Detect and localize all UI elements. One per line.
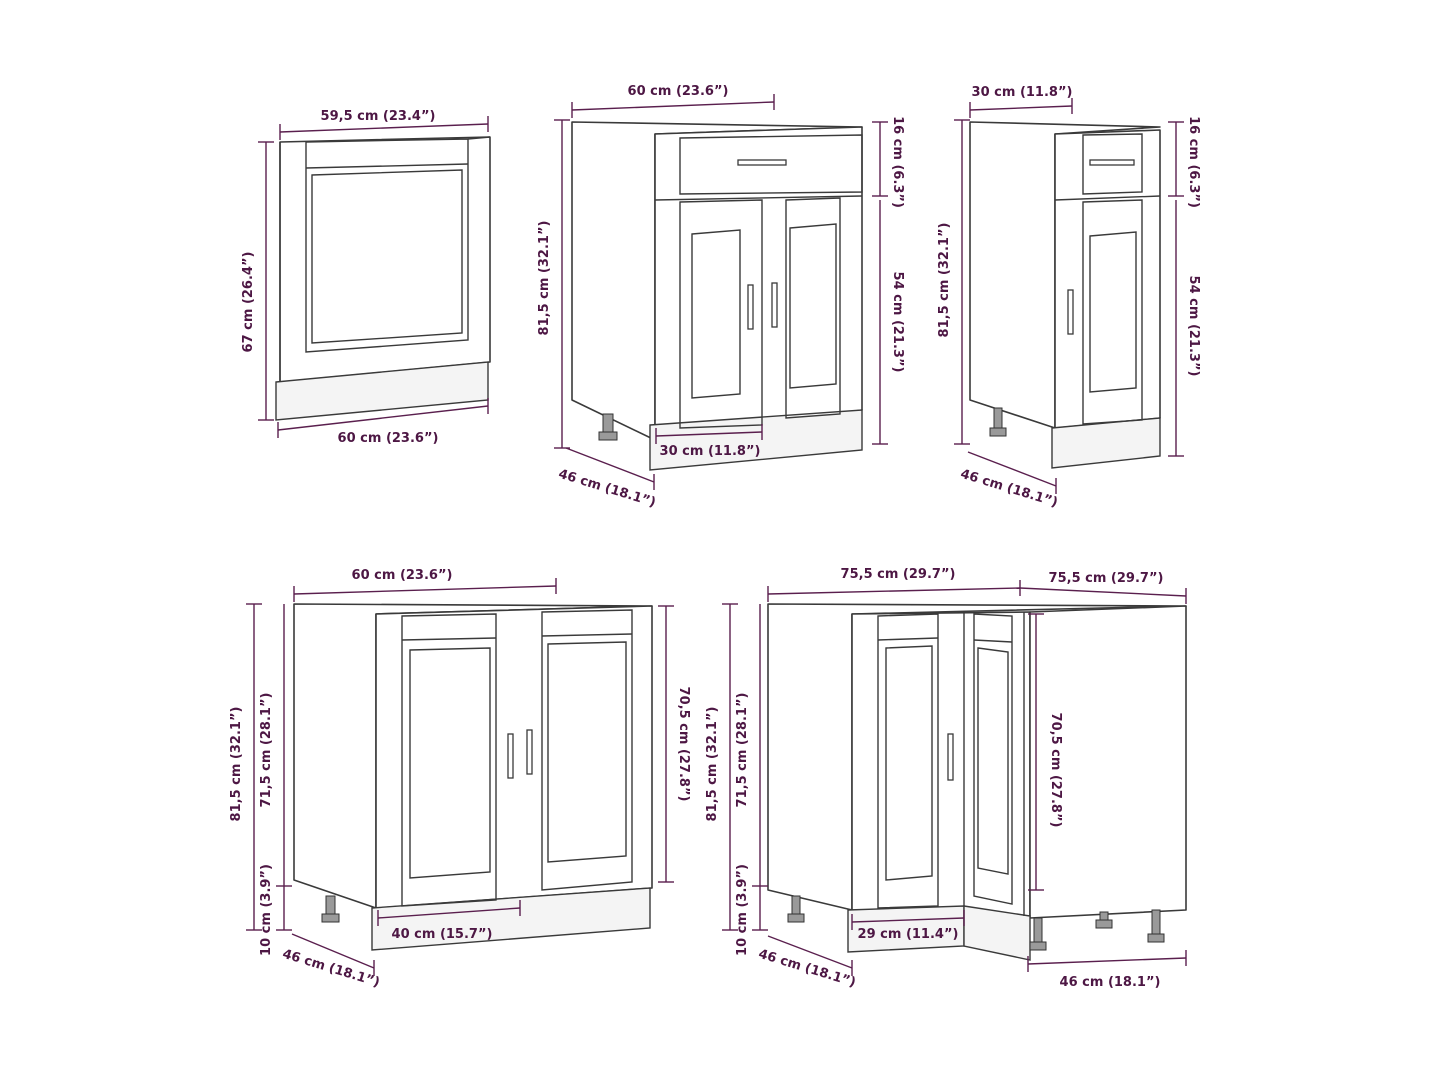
- svg-text:29 cm (11.4”): 29 cm (11.4”): [858, 927, 959, 942]
- svg-text:81,5 cm (32.1”): 81,5 cm (32.1”): [937, 223, 952, 338]
- dim-oven-width-top: 59,5 cm (23.4”): [279, 109, 489, 140]
- dim-c2-depth: 46 cm (18.1”): [557, 447, 658, 511]
- svg-text:46 cm (18.1”): 46 cm (18.1”): [281, 947, 382, 991]
- dim-c5-door-width: 29 cm (11.4”): [851, 910, 965, 942]
- dim-c5-body: 71,5 cm (28.1”): [735, 604, 768, 887]
- svg-text:71,5 cm (28.1”): 71,5 cm (28.1”): [735, 693, 750, 808]
- svg-text:75,5 cm (29.7”): 75,5 cm (29.7”): [841, 567, 956, 582]
- dim-c2-height: 81,5 cm (32.1”): [537, 119, 570, 449]
- svg-text:60 cm (23.6”): 60 cm (23.6”): [628, 84, 729, 99]
- svg-text:70,5 cm (27.8”): 70,5 cm (27.8”): [676, 687, 691, 802]
- dim-c2-door: 54 cm (21.3”): [872, 200, 905, 445]
- svg-text:46 cm (18.1”): 46 cm (18.1”): [757, 947, 858, 991]
- dim-oven-height: 67 cm (26.4”): [241, 141, 274, 421]
- drawer-two-door-cabinet: [571, 121, 863, 471]
- narrow-drawer-door-cabinet: [969, 121, 1161, 469]
- dim-c5-door: 70,5 cm (27.8”): [1028, 613, 1063, 891]
- dim-c4-width: 60 cm (23.6”): [293, 568, 557, 602]
- svg-text:81,5 cm (32.1”): 81,5 cm (32.1”): [705, 707, 720, 822]
- corner-cabinet: [767, 603, 1187, 961]
- svg-text:30 cm (11.8”): 30 cm (11.8”): [972, 85, 1073, 100]
- svg-text:54 cm (21.3”): 54 cm (21.3”): [1186, 276, 1201, 377]
- dim-c2-width: 60 cm (23.6”): [571, 84, 775, 118]
- svg-text:81,5 cm (32.1”): 81,5 cm (32.1”): [229, 707, 244, 822]
- dim-c4-depth: 46 cm (18.1”): [281, 933, 382, 991]
- dim-c5-width-left: 75,5 cm (29.7”): [767, 567, 1021, 602]
- svg-text:59,5 cm (23.4”): 59,5 cm (23.4”): [321, 109, 436, 124]
- dim-c4-body: 71,5 cm (28.1”): [259, 604, 292, 887]
- dim-c4-height: 81,5 cm (32.1”): [229, 603, 262, 931]
- svg-text:70,5 cm (27.8”): 70,5 cm (27.8”): [1048, 713, 1063, 828]
- svg-text:46 cm (18.1”): 46 cm (18.1”): [1060, 975, 1161, 990]
- dim-c3-width: 30 cm (11.8”): [969, 85, 1073, 118]
- dim-c2-door-width: 30 cm (11.8”): [655, 424, 763, 459]
- svg-text:16 cm (6.3”): 16 cm (6.3”): [1186, 116, 1201, 208]
- svg-text:30 cm (11.8”): 30 cm (11.8”): [660, 444, 761, 459]
- oven-cabinet: [275, 136, 491, 421]
- dim-oven-width-bottom: 60 cm (23.6”): [277, 398, 489, 446]
- svg-text:40 cm (15.7”): 40 cm (15.7”): [392, 927, 493, 942]
- svg-text:60 cm (23.6”): 60 cm (23.6”): [338, 431, 439, 446]
- dim-c3-height: 81,5 cm (32.1”): [937, 119, 970, 445]
- svg-text:46 cm (18.1”): 46 cm (18.1”): [959, 467, 1060, 511]
- sink-base-cabinet: [293, 603, 653, 951]
- svg-text:60 cm (23.6”): 60 cm (23.6”): [352, 568, 453, 583]
- svg-text:71,5 cm (28.1”): 71,5 cm (28.1”): [259, 693, 274, 808]
- dim-c5-depth-left: 46 cm (18.1”): [757, 935, 858, 991]
- dim-c4-door-width: 40 cm (15.7”): [377, 900, 521, 942]
- dim-c4-plinth: 10 cm (3.9”): [259, 864, 292, 956]
- svg-text:81,5 cm (32.1”): 81,5 cm (32.1”): [537, 221, 552, 336]
- svg-text:10 cm (3.9”): 10 cm (3.9”): [735, 864, 750, 956]
- dim-c5-width-right: 75,5 cm (29.7”): [1019, 571, 1187, 604]
- svg-text:67 cm (26.4”): 67 cm (26.4”): [241, 252, 256, 353]
- dim-c2-drawer: 16 cm (6.3”): [872, 116, 905, 208]
- dim-c4-door: 70,5 cm (27.8”): [658, 605, 691, 883]
- dim-c5-height: 81,5 cm (32.1”): [705, 603, 738, 931]
- dim-c3-drawer: 16 cm (6.3”): [1168, 116, 1201, 208]
- dim-c3-door: 54 cm (21.3”): [1168, 200, 1201, 457]
- svg-text:75,5 cm (29.7”): 75,5 cm (29.7”): [1049, 571, 1164, 586]
- svg-text:16 cm (6.3”): 16 cm (6.3”): [890, 116, 905, 208]
- svg-text:54 cm (21.3”): 54 cm (21.3”): [890, 272, 905, 373]
- dim-c5-depth-right: 46 cm (18.1”): [1027, 950, 1187, 990]
- dim-c5-plinth: 10 cm (3.9”): [735, 864, 768, 956]
- svg-text:10 cm (3.9”): 10 cm (3.9”): [259, 864, 274, 956]
- dim-c3-depth: 46 cm (18.1”): [959, 451, 1060, 511]
- svg-text:46 cm (18.1”): 46 cm (18.1”): [557, 467, 658, 511]
